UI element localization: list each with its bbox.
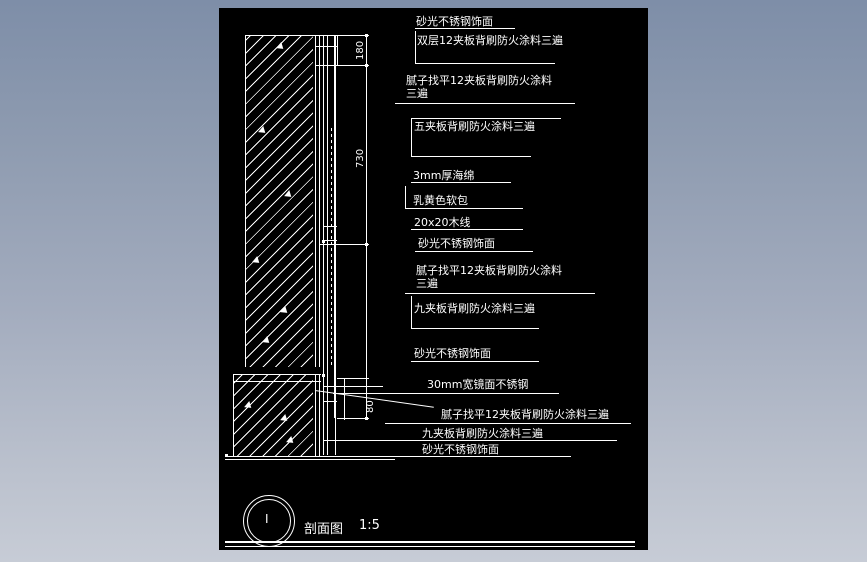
dim-extension-730-bot <box>327 244 369 245</box>
dim-extension-180-top <box>327 35 369 36</box>
connector-node <box>322 374 325 377</box>
title-underline-thick <box>225 541 635 543</box>
annotation-2: 双层12夹板背刷防火涂料三遍 <box>417 34 563 47</box>
leader-line-2 <box>415 63 555 64</box>
annotation-1: 砂光不锈钢饰面 <box>416 15 493 28</box>
panel-shelf-1 <box>315 65 337 66</box>
leader-line-9 <box>405 293 595 294</box>
leader-line-6 <box>405 208 523 209</box>
leader-line-8 <box>415 251 533 252</box>
leader-line-10 <box>411 328 539 329</box>
drawing-title: 剖面图 <box>304 522 344 537</box>
dim-tick-icon <box>365 417 368 420</box>
leader-line-3 <box>395 103 575 104</box>
wall-edge-left-lower <box>233 374 234 456</box>
leader-line-4 <box>411 156 531 157</box>
leader-line-11 <box>411 361 539 362</box>
soft-pack-top <box>323 226 337 227</box>
annotation-8: 砂光不锈钢饰面 <box>418 237 495 250</box>
panel-right-upper <box>337 35 338 65</box>
annotation-7: 20x20木线 <box>414 216 471 229</box>
leader-line-5 <box>411 182 511 183</box>
annotation-4: 五夹板背刷防火涂料三遍 <box>414 120 535 133</box>
connector-node <box>322 240 325 243</box>
dim-extension-180-bot <box>327 65 369 66</box>
layer-line-d <box>327 35 328 455</box>
dim-extension-left <box>334 35 335 418</box>
dimension-80: 80 <box>365 400 376 413</box>
wall-break-line-1 <box>233 374 321 375</box>
leader-line-15 <box>395 456 571 457</box>
mirror-band-bottom <box>323 401 337 402</box>
drawing-scale: 1:5 <box>359 518 380 533</box>
annotation-3: 腻子找平12夹板背刷防火涂料三遍 <box>406 74 552 100</box>
lower-panel-shelf <box>323 440 385 441</box>
annotation-12: 30mm宽镜面不锈钢 <box>427 378 529 391</box>
floor-line <box>225 459 395 460</box>
detail-marker-label: I <box>265 512 269 526</box>
drawing-canvas[interactable]: 180 730 80 砂光不锈钢饰面 双层12夹板背刷防火涂料三遍 腻子找平12… <box>219 8 648 550</box>
finish-face-line <box>335 35 336 455</box>
annotation-11: 砂光不锈钢饰面 <box>414 347 491 360</box>
dim-tick-icon <box>365 243 368 246</box>
mirror-band-top <box>323 386 383 387</box>
annotation-13: 腻子找平12夹板背刷防火涂料三遍 <box>441 408 609 421</box>
wall-bottom-line <box>225 456 395 457</box>
soft-pack-bottom <box>323 240 337 241</box>
dim-tick-icon <box>365 64 368 67</box>
connector-node <box>225 454 228 457</box>
detail-marker-inner-circle <box>247 499 291 543</box>
dimension-730: 730 <box>355 148 366 168</box>
wall-hatch-lower <box>233 374 313 456</box>
annotation-5: 3mm厚海绵 <box>413 169 475 182</box>
leader-line-7 <box>411 229 523 230</box>
layer-line-f <box>319 374 320 456</box>
dim-tick-icon <box>365 34 368 37</box>
leader-line-12 <box>333 393 559 394</box>
leader-line-14 <box>385 440 617 441</box>
leader-line-13 <box>385 423 631 424</box>
annotation-15: 砂光不锈钢饰面 <box>422 443 499 456</box>
panel-top-edge <box>315 46 337 47</box>
layer-line-c <box>323 35 324 455</box>
annotation-14: 九夹板背刷防火涂料三遍 <box>422 427 543 440</box>
dim-line-inner-80 <box>344 378 345 420</box>
leader-vert-6 <box>405 186 406 208</box>
layer-line-b <box>319 35 320 367</box>
layer-line-a <box>315 35 316 367</box>
leader-vert-10 <box>411 296 412 328</box>
wall-top-line <box>245 35 335 36</box>
dimension-180: 180 <box>355 40 366 60</box>
dim-extension-80-bot <box>337 418 369 419</box>
title-underline-thin <box>225 546 635 547</box>
annotation-9: 腻子找平12夹板背刷防火涂料三遍 <box>416 264 562 290</box>
annotation-6: 乳黄色软包 <box>413 194 468 207</box>
leader-vert-4 <box>411 118 412 156</box>
leader-line-4b <box>411 118 561 119</box>
dim-extension-80-top <box>337 378 369 379</box>
dim-line-outer <box>366 35 367 418</box>
wall-edge-left-upper <box>245 35 246 367</box>
annotation-10: 九夹板背刷防火涂料三遍 <box>414 302 535 315</box>
leader-line-1 <box>415 28 515 29</box>
layer-line-e <box>315 374 316 456</box>
wall-hatch-upper <box>245 35 313 367</box>
wall-break-line-2 <box>233 381 321 382</box>
layer-dashed-line <box>331 128 332 368</box>
leader-vert-2 <box>415 31 416 63</box>
